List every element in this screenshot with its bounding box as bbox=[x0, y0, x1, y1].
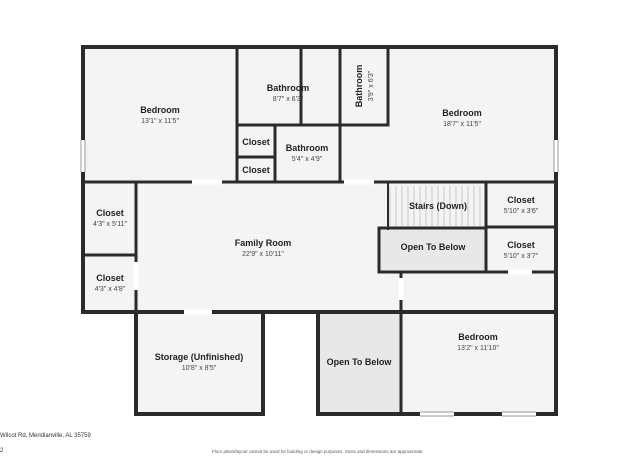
family-room-dims: 22'9" x 10'11" bbox=[242, 251, 284, 258]
closet-ne-2-name: Closet bbox=[507, 240, 535, 250]
stairs-name: Stairs (Down) bbox=[409, 201, 467, 211]
bathroom-vertical-dims: 3'9" x 6'3" bbox=[368, 70, 375, 101]
open-to-below-2-name: Open To Below bbox=[327, 357, 393, 367]
stairs-treads bbox=[389, 186, 481, 226]
page-number: 2 bbox=[0, 448, 4, 454]
closet-w-1-dims: 4'3" x 5'11" bbox=[93, 221, 127, 228]
bedroom-ne-dims: 18'7" x 11'5" bbox=[443, 121, 481, 128]
window-marks bbox=[80, 140, 559, 417]
bathroom-mid-name: Bathroom bbox=[286, 143, 329, 153]
closet-w-2-name: Closet bbox=[96, 273, 124, 283]
bedroom-ne-name: Bedroom bbox=[442, 108, 482, 118]
address-label: Wilcot Rd, Meridianville, AL 35759 bbox=[0, 433, 91, 439]
room-fills bbox=[83, 47, 556, 414]
closet-ne-2-dims: 5'10" x 3'7" bbox=[504, 253, 539, 260]
closet-small-1-name: Closet bbox=[242, 137, 270, 147]
storage-dims: 10'8" x 8'5" bbox=[182, 365, 217, 372]
open-to-below-1-name: Open To Below bbox=[401, 242, 467, 252]
closet-w-1-name: Closet bbox=[96, 208, 124, 218]
bathroom-top-name: Bathroom bbox=[267, 83, 310, 93]
family-room-name: Family Room bbox=[235, 238, 292, 248]
bathroom-vertical-name: Bathroom bbox=[354, 65, 364, 108]
open-to-below-2-fill bbox=[318, 312, 401, 414]
openings bbox=[80, 140, 559, 417]
open-to-below-1-fill bbox=[380, 229, 485, 271]
closet-w-2-dims: 4'3" x 4'8" bbox=[95, 286, 126, 293]
disclaimer-text: Floor plans/layout cannot be used for bu… bbox=[212, 449, 424, 454]
bedroom-nw-dims: 13'1" x 11'5" bbox=[141, 118, 179, 125]
room-labels: Bedroom 13'1" x 11'5" Bathroom 8'7" x 6'… bbox=[93, 65, 539, 372]
storage-name: Storage (Unfinished) bbox=[155, 352, 244, 362]
bedroom-nw-name: Bedroom bbox=[140, 105, 180, 115]
closet-ne-1-name: Closet bbox=[507, 195, 535, 205]
bathroom-mid-dims: 5'4" x 4'9" bbox=[292, 156, 323, 163]
bathroom-top-dims: 8'7" x 6'3" bbox=[273, 96, 304, 103]
walls bbox=[81, 45, 558, 416]
closet-small-2-name: Closet bbox=[242, 165, 270, 175]
bedroom-se-name: Bedroom bbox=[458, 332, 498, 342]
bedroom-se-dims: 13'2" x 11'10" bbox=[457, 345, 499, 352]
closet-ne-1-dims: 5'10" x 3'6" bbox=[504, 208, 539, 215]
